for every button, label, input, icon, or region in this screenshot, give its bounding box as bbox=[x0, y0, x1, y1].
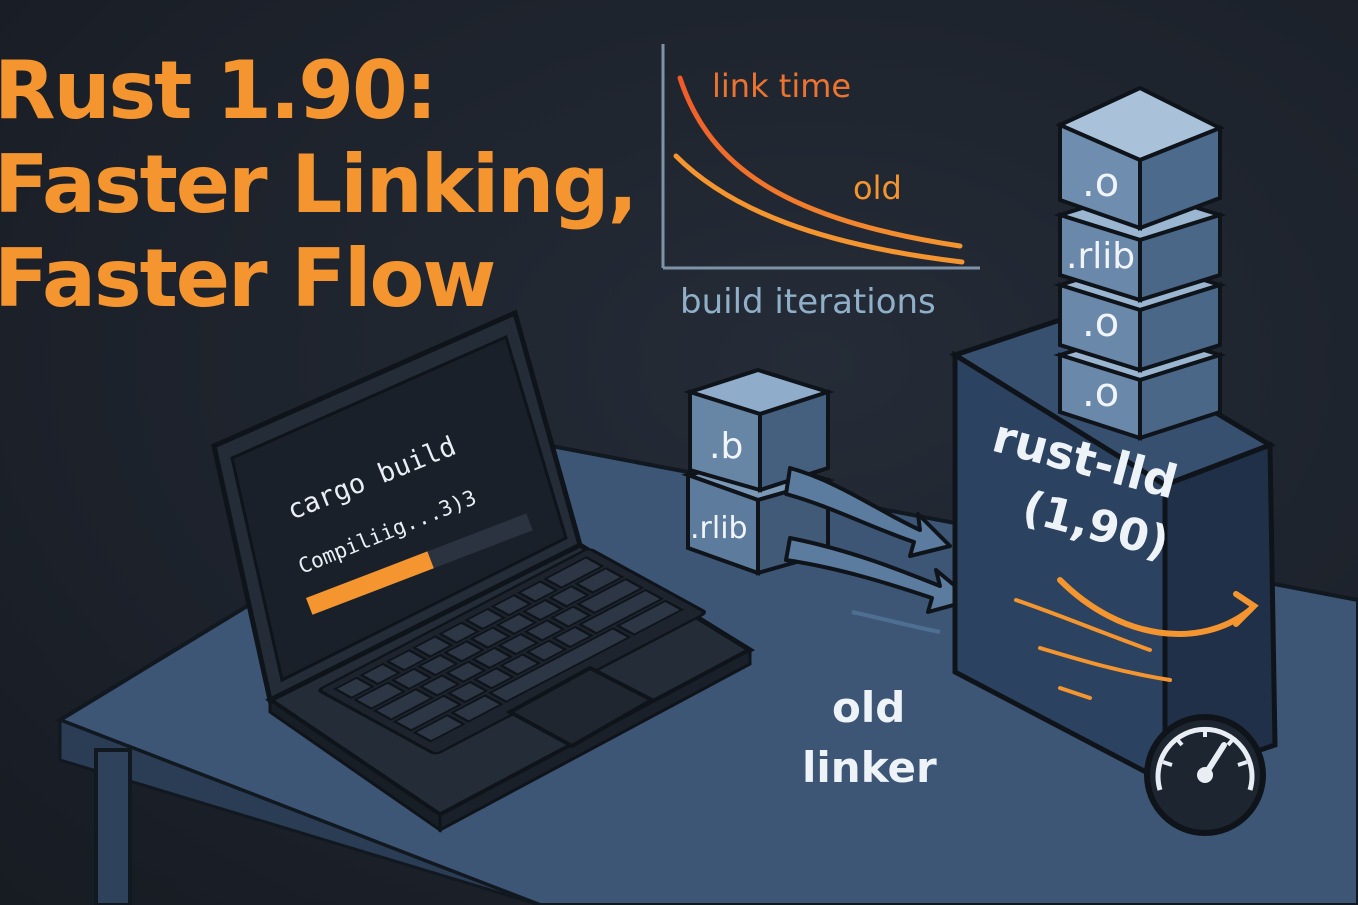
flow-arrows bbox=[784, 466, 974, 634]
arrow-lower bbox=[784, 536, 974, 614]
title-line-2: Faster Linking, bbox=[0, 138, 638, 231]
graph-xlabel: build iterations bbox=[680, 282, 936, 322]
old-curve bbox=[673, 153, 965, 265]
trackpad bbox=[505, 665, 657, 749]
link-time-graph: link time old build iterations bbox=[661, 44, 980, 322]
speedometer-icon bbox=[1144, 714, 1266, 836]
old-linker-line1: old bbox=[832, 683, 905, 732]
arrow-upper bbox=[784, 466, 952, 558]
old-linker-line2: linker bbox=[802, 743, 937, 792]
laptop: cargo build Compiliig...3)3 bbox=[211, 309, 756, 833]
cube-label-b: .b bbox=[709, 426, 743, 467]
title-line-3: Faster Flow bbox=[0, 232, 496, 325]
progress-bar bbox=[306, 513, 533, 615]
cube-label-rlib: .rlib bbox=[690, 511, 748, 546]
link-time-curve bbox=[677, 75, 963, 249]
page-title: Rust 1.90: Faster Linking, Faster Flow bbox=[0, 44, 638, 326]
graph-label-old: old bbox=[853, 169, 902, 207]
keyboard bbox=[318, 548, 706, 755]
title-line-1: Rust 1.90: bbox=[0, 44, 438, 137]
stack-label-4: .o bbox=[1082, 370, 1119, 416]
graph-label-link-time: link time bbox=[712, 67, 851, 105]
laptop-screen bbox=[230, 334, 568, 683]
object-stack: .o .rlib .o .o bbox=[1053, 85, 1227, 441]
stack-label-2: .rlib bbox=[1066, 236, 1135, 277]
stack-label-3: .o bbox=[1082, 300, 1119, 346]
progress-fill bbox=[306, 551, 434, 615]
stack-label-1: .o bbox=[1082, 160, 1119, 206]
speed-swoosh bbox=[1014, 577, 1259, 700]
